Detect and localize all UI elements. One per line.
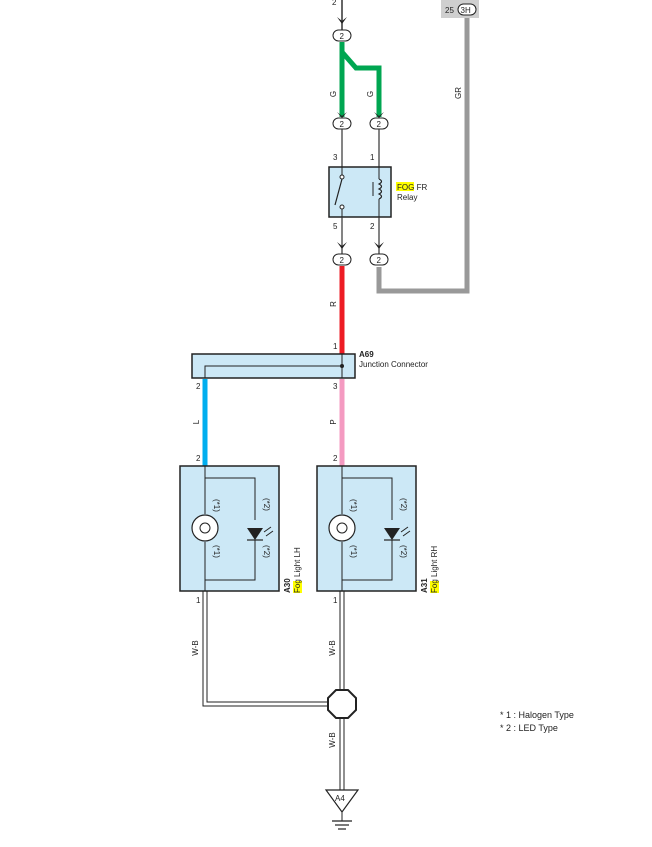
junction-pin-top: 1 bbox=[333, 342, 338, 351]
svg-text:(*2): (*2) bbox=[399, 498, 408, 511]
relay-highlight bbox=[396, 182, 414, 191]
connector-c2: 2 bbox=[332, 112, 352, 130]
led-icon bbox=[247, 528, 263, 540]
svg-text:2: 2 bbox=[340, 256, 345, 265]
lh-pin-top: 2 bbox=[196, 454, 201, 463]
svg-text:2: 2 bbox=[340, 32, 345, 41]
lh-pin-bottom: 1 bbox=[196, 596, 201, 605]
svg-text:(*2): (*2) bbox=[399, 545, 408, 558]
wire-label-gr: GR bbox=[454, 87, 463, 99]
fog-lh-highlight bbox=[293, 581, 302, 593]
svg-text:(*1): (*1) bbox=[349, 499, 358, 512]
junction-code: A69 bbox=[359, 350, 374, 359]
relay-pin-br: 2 bbox=[370, 222, 375, 231]
relay-pin-tl: 3 bbox=[333, 153, 338, 162]
svg-text:2: 2 bbox=[377, 120, 382, 129]
wire-label-g-left: G bbox=[329, 91, 338, 97]
relay-pin-bl: 5 bbox=[333, 222, 338, 231]
svg-text:Fog Light LH: Fog Light LH bbox=[293, 547, 302, 593]
top-connector-code: 3H bbox=[461, 6, 471, 15]
svg-text:Fog Light RH: Fog Light RH bbox=[430, 546, 439, 593]
junction-pin-right: 3 bbox=[333, 382, 338, 391]
bulb-icon bbox=[328, 514, 356, 542]
rh-pin-bottom: 1 bbox=[333, 596, 338, 605]
top-connector-pin: 25 bbox=[445, 6, 454, 15]
svg-text:2: 2 bbox=[377, 256, 382, 265]
svg-text:2: 2 bbox=[340, 120, 345, 129]
wire-label-g-right: G bbox=[366, 91, 375, 97]
ground-a4: A4 bbox=[324, 789, 360, 830]
wire-label-wb-left: W-B bbox=[191, 640, 200, 655]
top-arrow-icon bbox=[337, 17, 347, 24]
g-wire-right bbox=[340, 50, 382, 117]
junction-pin-left: 2 bbox=[196, 382, 201, 391]
connector-c1: 2 bbox=[332, 29, 352, 42]
wb-wires bbox=[202, 591, 345, 790]
wire-label-wb-ground: W-B bbox=[328, 732, 337, 747]
fog-rh-highlight bbox=[430, 581, 439, 593]
wire-label-l: L bbox=[192, 419, 201, 424]
connector-c4: 2 bbox=[332, 242, 352, 266]
svg-text:A30: A30 bbox=[283, 578, 292, 593]
svg-text:A4: A4 bbox=[335, 794, 345, 803]
svg-text:(*1): (*1) bbox=[212, 545, 221, 558]
wire-label-wb-right: W-B bbox=[328, 640, 337, 655]
connector-c5: 2 bbox=[369, 242, 389, 266]
fog-light-lh: (*1) (*1) (*2) (*2) bbox=[179, 465, 280, 592]
relay-name: FOG FR bbox=[397, 183, 427, 192]
svg-text:(*1): (*1) bbox=[349, 545, 358, 558]
svg-text:(*1): (*1) bbox=[212, 499, 221, 512]
splice-octagon-icon bbox=[327, 689, 357, 719]
wire-label-r: R bbox=[329, 301, 338, 307]
top-pin-label: 2 bbox=[332, 0, 337, 7]
gr-wire bbox=[376, 18, 470, 294]
relay-pin-tr: 1 bbox=[370, 153, 375, 162]
wire-label-p: P bbox=[329, 419, 338, 424]
fog-fr-relay bbox=[328, 166, 392, 218]
bulb-icon bbox=[191, 514, 219, 542]
fog-lh-label: A30 Fog Light LH bbox=[283, 547, 302, 593]
junction-connector-a69 bbox=[191, 353, 356, 379]
fog-light-rh: (*1) (*1) (*2) (*2) bbox=[316, 465, 417, 592]
led-icon bbox=[384, 528, 400, 540]
junction-name: Junction Connector bbox=[359, 360, 428, 369]
fog-rh-label: A31 Fog Light RH bbox=[420, 546, 439, 593]
svg-text:A31: A31 bbox=[420, 578, 429, 593]
note-led: * 2 : LED Type bbox=[500, 723, 558, 733]
rh-pin-top: 2 bbox=[333, 454, 338, 463]
svg-text:(*2): (*2) bbox=[262, 498, 271, 511]
top-connector-oval bbox=[457, 3, 477, 16]
note-halogen: * 1 : Halogen Type bbox=[500, 710, 574, 720]
svg-text:(*2): (*2) bbox=[262, 545, 271, 558]
relay-name-line2: Relay bbox=[397, 193, 417, 202]
connector-c3: 2 bbox=[369, 112, 389, 130]
